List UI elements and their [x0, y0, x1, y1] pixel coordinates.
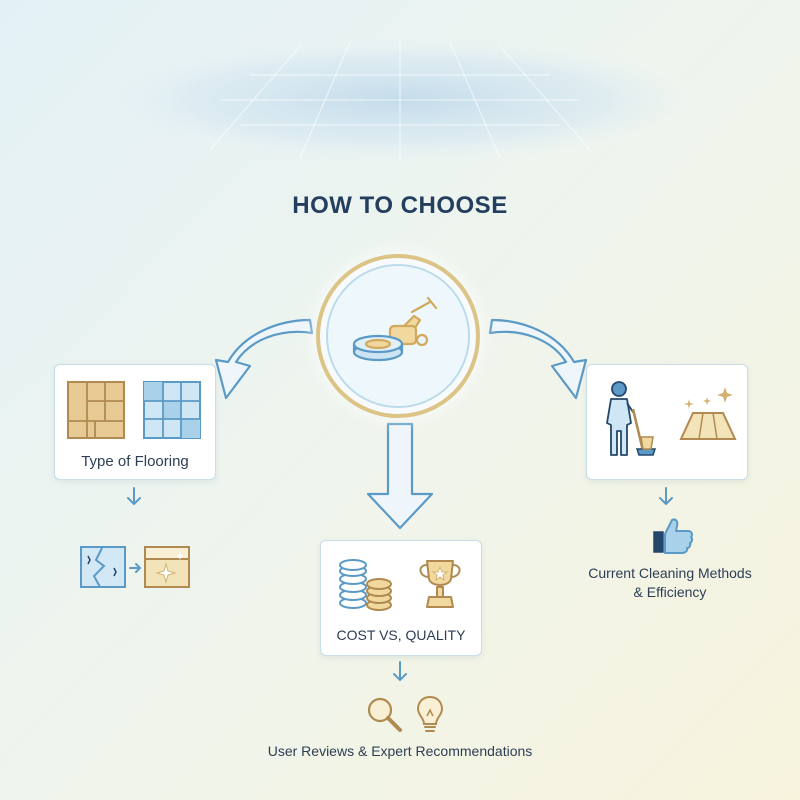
cleaning-card — [586, 364, 748, 480]
damaged-floor-icon — [80, 546, 126, 588]
wood-parquet-icon — [67, 381, 125, 439]
arrow-to-flooring — [214, 318, 314, 400]
reviews-label: User Reviews & Expert Recommendations — [267, 743, 533, 759]
ceiling-light-decoration — [100, 38, 700, 162]
janitor-mopping-icon — [606, 381, 657, 456]
cleaning-label-text: Current Cleaning Methods & Efficiency — [588, 565, 752, 600]
lightbulb-icon — [416, 695, 444, 732]
arrow-flooring-down — [127, 487, 141, 505]
arrow-cost-down — [393, 661, 407, 681]
cost-card: COST VS, QUALITY — [320, 540, 482, 656]
blue-tile-icon — [143, 381, 201, 439]
arrow-damage-to-shine — [129, 563, 141, 573]
flooring-card: Type of Flooring — [54, 364, 216, 480]
trophy-icon — [419, 560, 461, 608]
cleaning-label: Current Cleaning Methods & Efficiency — [570, 564, 770, 602]
floor-polisher-icon — [352, 296, 438, 362]
cost-label: COST VS, QUALITY — [336, 627, 466, 643]
clean-floor-icon — [679, 387, 737, 440]
flooring-label: Type of Flooring — [81, 453, 189, 470]
arrow-to-cleaning — [488, 318, 588, 400]
arrow-to-cost — [366, 422, 434, 530]
coin-stacks-icon — [339, 559, 392, 611]
shiny-floor-icon — [144, 546, 190, 588]
arrow-cleaning-down — [659, 487, 673, 505]
diagram-title: HOW TO CHOOSE — [292, 192, 508, 219]
magnifier-icon — [367, 697, 402, 732]
thumbs-up-icon — [653, 518, 694, 554]
central-hub — [316, 254, 480, 418]
